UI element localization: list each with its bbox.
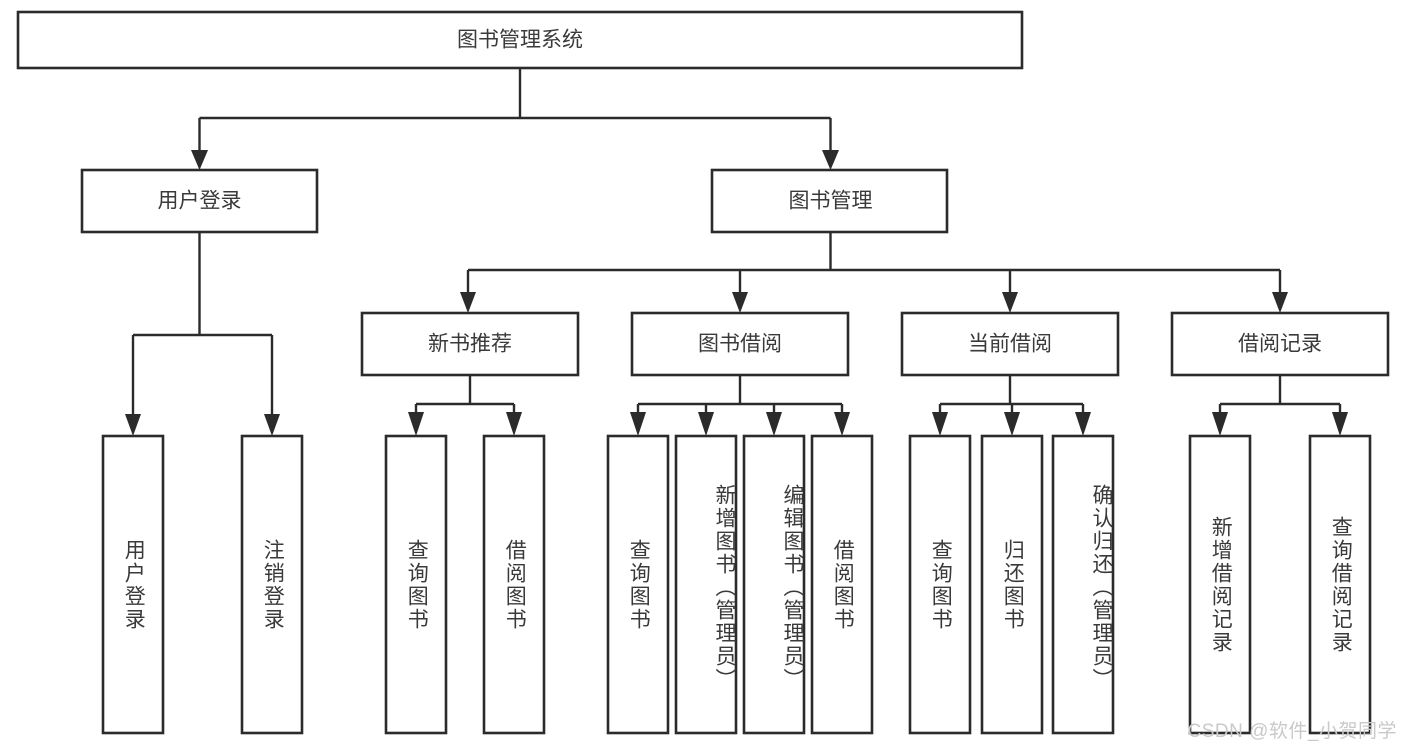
node-borrow-record-box[interactable] [1170,311,1390,377]
arrowhead-br-leaf-1 [1212,412,1228,436]
arrowhead-new-book-rec [460,292,476,313]
arrowhead-borrow-record [1272,292,1288,313]
node-root-label: 图书管理系统 [457,29,583,52]
connector-group-book-borrow [630,375,850,436]
connector-group-root [191,68,839,170]
arrowhead-bb-leaf-3 [766,412,782,436]
leaf-box-confirm-return[interactable] [1051,434,1115,735]
connector-group-user-login [125,232,280,436]
leaf-box-borrow-book-2[interactable] [810,434,874,735]
arrowhead-leaf-logout [264,414,280,436]
arrowhead-cb-leaf-2 [1004,412,1020,436]
arrowhead-leaf-user-login [125,414,141,436]
leaf-box-add-book[interactable] [674,434,738,735]
node-book-manage-label: 图书管理 [789,190,873,213]
node-root[interactable]: 图书管理系统 [16,10,1024,70]
node-borrow-record-label: 借阅记录 [1238,333,1322,356]
leaf-box-user-login[interactable] [101,434,165,735]
leaf-box-return-book[interactable] [980,434,1044,735]
arrowhead-nbr-leaf-1 [408,412,424,436]
node-root-box[interactable] [16,10,1024,70]
node-book-borrow-label: 图书借阅 [698,333,782,356]
csdn-watermark: CSDN @软件_小贺同学 [1187,721,1397,742]
connector-group-current-borrow [932,375,1091,436]
node-book-borrow[interactable]: 图书借阅 [630,311,850,377]
connector-group-book-manage [460,232,1288,313]
node-current-borrow[interactable]: 当前借阅 [900,311,1120,377]
leaf-box-query-record[interactable] [1308,434,1372,735]
node-new-book-recommend[interactable]: 新书推荐 [360,311,580,377]
node-borrow-record[interactable]: 借阅记录 [1170,311,1390,377]
node-current-borrow-label: 当前借阅 [968,333,1052,356]
arrowhead-bb-leaf-4 [834,412,850,436]
arrowhead-nbr-leaf-2 [506,412,522,436]
leaf-box-query-book-3[interactable] [908,434,972,735]
arrowhead-bb-leaf-1 [630,412,646,436]
arrowhead-book-manage [822,150,839,170]
node-current-borrow-box[interactable] [900,311,1120,377]
node-new-book-recommend-box[interactable] [360,311,580,377]
leaf-box-query-book-2[interactable] [606,434,670,735]
leaf-box-logout[interactable] [240,434,304,735]
arrowhead-cb-leaf-3 [1075,412,1091,436]
connector-group-borrow-record [1212,375,1348,436]
node-user-login-box[interactable] [80,168,319,234]
node-user-login-label: 用户登录 [158,190,242,213]
node-book-borrow-box[interactable] [630,311,850,377]
connector-group-new-book-rec [408,375,522,436]
leaf-box-edit-book[interactable] [742,434,806,735]
leaf-box-add-record[interactable] [1188,434,1252,735]
node-book-manage-box[interactable] [710,168,949,234]
leaf-box-borrow-book-1[interactable] [482,434,546,735]
leaf-boxes [101,434,1372,735]
node-user-login[interactable]: 用户登录 [80,168,319,234]
arrowhead-bb-leaf-2 [698,412,714,436]
leaf-box-query-book-1[interactable] [384,434,448,735]
arrowhead-current-borrow [1002,292,1018,313]
arrowhead-br-leaf-2 [1332,412,1348,436]
arrowhead-cb-leaf-1 [932,412,948,436]
node-book-manage[interactable]: 图书管理 [710,168,949,234]
arrowhead-book-borrow [732,292,748,313]
arrowhead-user-login [191,150,208,170]
node-new-book-recommend-label: 新书推荐 [428,333,512,356]
